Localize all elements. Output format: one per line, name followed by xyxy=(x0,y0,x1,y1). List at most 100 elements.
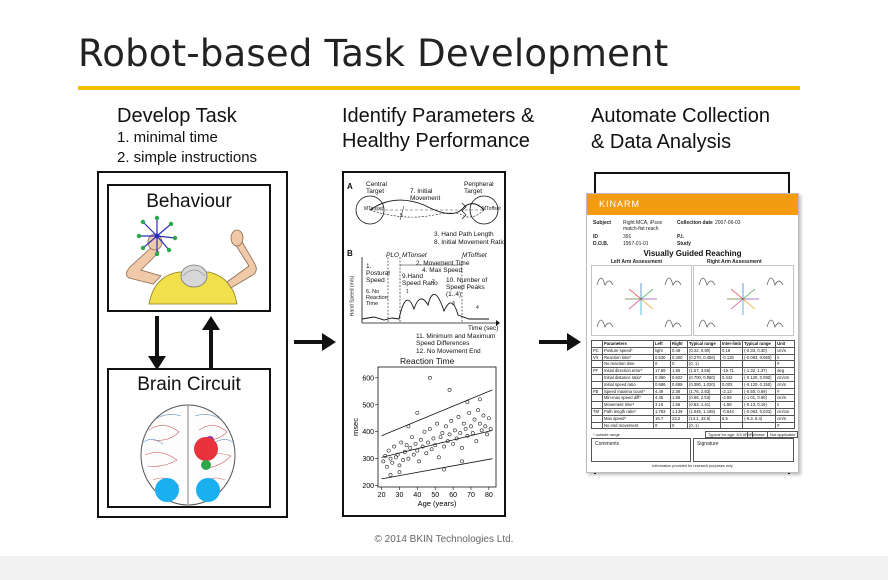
table-cell: (-1.01, 0.90) xyxy=(742,394,777,403)
table-cell: (-1.32, 1.37) xyxy=(742,367,777,375)
scatter-point xyxy=(461,421,466,426)
table-cell: 4.45 xyxy=(653,394,671,403)
scatter-point xyxy=(485,432,489,437)
min-max-diff-label: 11. Minimum and Maximum Speed Difference… xyxy=(416,333,496,347)
table-cell: cm/cm xyxy=(775,373,796,382)
dob-value: 1957-01-01 xyxy=(623,241,649,247)
table-cell xyxy=(591,421,603,430)
kinarm-report: KINARM Subject Right MCA, iPsos match-fi… xyxy=(586,193,799,473)
scatter-point xyxy=(397,463,402,468)
table-cell: 0.686 xyxy=(653,380,671,389)
plo-label: PLO xyxy=(386,252,400,259)
table-cell: # xyxy=(775,360,796,369)
table-cell: 0 xyxy=(653,421,671,430)
reaction-time-label: 6. No Reaction Time xyxy=(366,289,388,307)
scatter-point xyxy=(388,456,393,461)
reaching-plots xyxy=(591,265,794,336)
table-cell xyxy=(719,360,744,369)
table-cell: -2.13 xyxy=(719,387,744,396)
table-cell: (0.96, 2.53) xyxy=(687,394,721,403)
table-cell: 23.2 xyxy=(670,414,688,423)
table-cell: 2.36 xyxy=(670,387,688,396)
right-arrow-icon xyxy=(294,333,336,351)
mark-5-label: 5 xyxy=(400,213,403,219)
scatter-point xyxy=(392,444,396,449)
scatter-point xyxy=(483,424,488,429)
table-cell: 1.783 xyxy=(653,407,671,416)
panel-a-path-diagram xyxy=(355,195,499,225)
scatter-point xyxy=(381,459,386,464)
table-cell: 0.360 xyxy=(653,373,671,382)
mtonset-b-label: MTonset xyxy=(402,252,427,259)
table-cell: 6.5 xyxy=(719,414,744,423)
table-cell: (0.700, 0.960) xyxy=(687,373,721,382)
peak-2-label: 2 xyxy=(432,279,435,285)
scatter-point xyxy=(447,432,452,437)
scatter-point xyxy=(447,388,452,392)
table-cell: 0 xyxy=(653,360,671,369)
x-tick-label: 70 xyxy=(467,492,475,499)
scatter-point xyxy=(463,427,468,431)
table-cell: (0, 1) xyxy=(687,360,721,369)
scatter-point xyxy=(478,421,482,426)
identify-heading-line1: Identify Parameters & xyxy=(342,105,535,127)
scatter-point xyxy=(413,441,418,446)
scatter-point xyxy=(401,458,405,462)
table-cell: (-0.063, 0.060) xyxy=(742,353,777,362)
table-cell: (-0.120, 0.080) xyxy=(742,373,777,382)
scatter-point xyxy=(472,417,477,422)
table-cell: Speed maxima count* xyxy=(602,387,654,396)
table-cell: Initial speed ratio xyxy=(602,380,654,389)
scatter-point xyxy=(474,439,479,444)
report-footnote: * outside range xyxy=(593,432,620,437)
table-cell: (1.76, 2.83) xyxy=(687,387,721,396)
table-cell: Path length ratio* xyxy=(602,407,654,416)
subject-value: Right MCA, iPsos match-fist reach xyxy=(623,220,663,232)
table-cell: 16.7 xyxy=(653,414,671,423)
table-cell xyxy=(591,394,603,403)
table-cell: # xyxy=(775,421,796,430)
table-cell: (0.22, 0.90) xyxy=(687,346,721,355)
table-cell xyxy=(591,360,603,369)
scatter-point xyxy=(386,448,391,453)
scatter-point xyxy=(431,436,436,441)
right-arm-assessment: Right Arm Assessment xyxy=(707,259,762,265)
arrow-identify-to-automate xyxy=(539,333,581,351)
scatter-point xyxy=(460,459,464,464)
peak-1-label: 1 xyxy=(406,289,409,295)
comments-box: Comments xyxy=(591,438,691,462)
brain-diagram xyxy=(140,404,236,506)
table-cell: cm/s xyxy=(775,380,796,389)
scatter-point xyxy=(390,460,395,465)
table-cell: deg xyxy=(775,367,796,375)
scatter-point xyxy=(424,451,429,456)
scatter-point xyxy=(442,444,447,449)
x-tick-label: 40 xyxy=(413,492,421,499)
plot-area xyxy=(377,366,497,488)
research-note: Information provided for research purpos… xyxy=(652,464,733,468)
scatter-point xyxy=(385,464,389,469)
postural-speed-label: 1. Postural Speed xyxy=(366,263,390,284)
scatter-point xyxy=(478,397,482,402)
table-cell: 0 xyxy=(670,360,688,369)
x-axis-label: Age (years) xyxy=(418,499,457,508)
table-cell: 1.139 xyxy=(670,407,688,416)
table-cell: TM xyxy=(591,407,603,416)
signature-box: Signature xyxy=(693,438,794,462)
scatter-point xyxy=(438,435,443,440)
scatter-point xyxy=(419,437,423,442)
table-cell: -1.58 xyxy=(719,401,744,409)
hand-speed-ratio-label: 9.Hand Speed Ratio xyxy=(402,273,438,287)
table-cell: (1.57, 3.56) xyxy=(687,367,721,375)
scatter-point xyxy=(481,413,486,418)
scatter-point xyxy=(486,416,491,421)
scatter-point xyxy=(408,445,413,450)
table-cell: 0 xyxy=(670,421,688,430)
peak-3-label: 3 xyxy=(452,301,455,307)
